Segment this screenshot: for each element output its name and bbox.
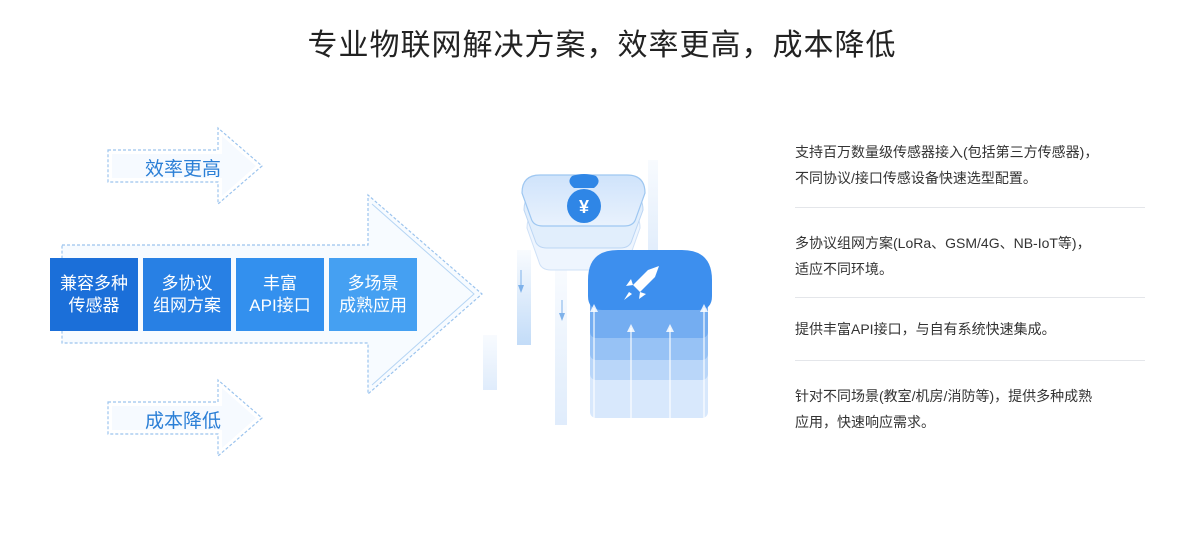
rocket-icon bbox=[624, 266, 659, 300]
efficiency-label: 效率更高 bbox=[145, 159, 222, 180]
feature-text: 支持百万数量级传感器接入(包括第三方传感器)， bbox=[795, 144, 1099, 160]
tile-protocols: 多协议 组网方案 bbox=[143, 258, 231, 331]
tile-sensors: 兼容多种 传感器 bbox=[50, 258, 138, 331]
feature-text: 针对不同场景(教室/机房/消防等)，提供多种成熟 bbox=[795, 388, 1093, 404]
page-title: 专业物联网解决方案，效率更高，成本降低 bbox=[307, 29, 897, 62]
tile-api: 丰富 API接口 bbox=[236, 258, 324, 331]
money-glyph: ¥ bbox=[579, 197, 589, 217]
feature-item: 支持百万数量级传感器接入(包括第三方传感器)， 不同协议/接口传感设备快速选型配… bbox=[795, 126, 1145, 208]
rocket-stack bbox=[588, 250, 712, 418]
feature-item: 提供丰富API接口，与自有系统快速集成。 bbox=[795, 298, 1145, 361]
bottom-arrow bbox=[107, 378, 263, 458]
tile-line: 传感器 bbox=[68, 295, 120, 315]
feature-text: 不同协议/接口传感设备快速选型配置。 bbox=[795, 170, 1037, 186]
tile-line: 丰富 bbox=[263, 273, 297, 293]
capability-tiles: 兼容多种 传感器 多协议 组网方案 丰富 API接口 多场景 成熟应用 bbox=[50, 258, 417, 331]
feature-text: 应用，快速响应需求。 bbox=[795, 414, 935, 430]
tile-line: 成熟应用 bbox=[339, 295, 407, 315]
feature-text: 多协议组网方案(LoRa、GSM/4G、NB-IoT等)， bbox=[795, 235, 1091, 251]
feature-item: 针对不同场景(教室/机房/消防等)，提供多种成熟 应用，快速响应需求。 bbox=[795, 361, 1145, 441]
tile-line: 组网方案 bbox=[153, 295, 221, 315]
tile-line: 兼容多种 bbox=[60, 273, 128, 293]
cost-label: 成本降低 bbox=[145, 411, 222, 432]
money-bag-icon bbox=[567, 174, 601, 223]
tile-line: 多场景 bbox=[347, 273, 399, 293]
tile-line: 多协议 bbox=[161, 273, 213, 293]
tile-line: API接口 bbox=[249, 295, 311, 315]
tile-scenarios: 多场景 成熟应用 bbox=[329, 258, 417, 331]
feature-text: 提供丰富API接口，与自有系统快速集成。 bbox=[795, 321, 1056, 337]
feature-text: 适应不同环境。 bbox=[795, 261, 893, 277]
top-arrow bbox=[107, 126, 263, 206]
feature-item: 多协议组网方案(LoRa、GSM/4G、NB-IoT等)， 适应不同环境。 bbox=[795, 208, 1145, 298]
feature-list: 支持百万数量级传感器接入(包括第三方传感器)， 不同协议/接口传感设备快速选型配… bbox=[795, 126, 1145, 441]
